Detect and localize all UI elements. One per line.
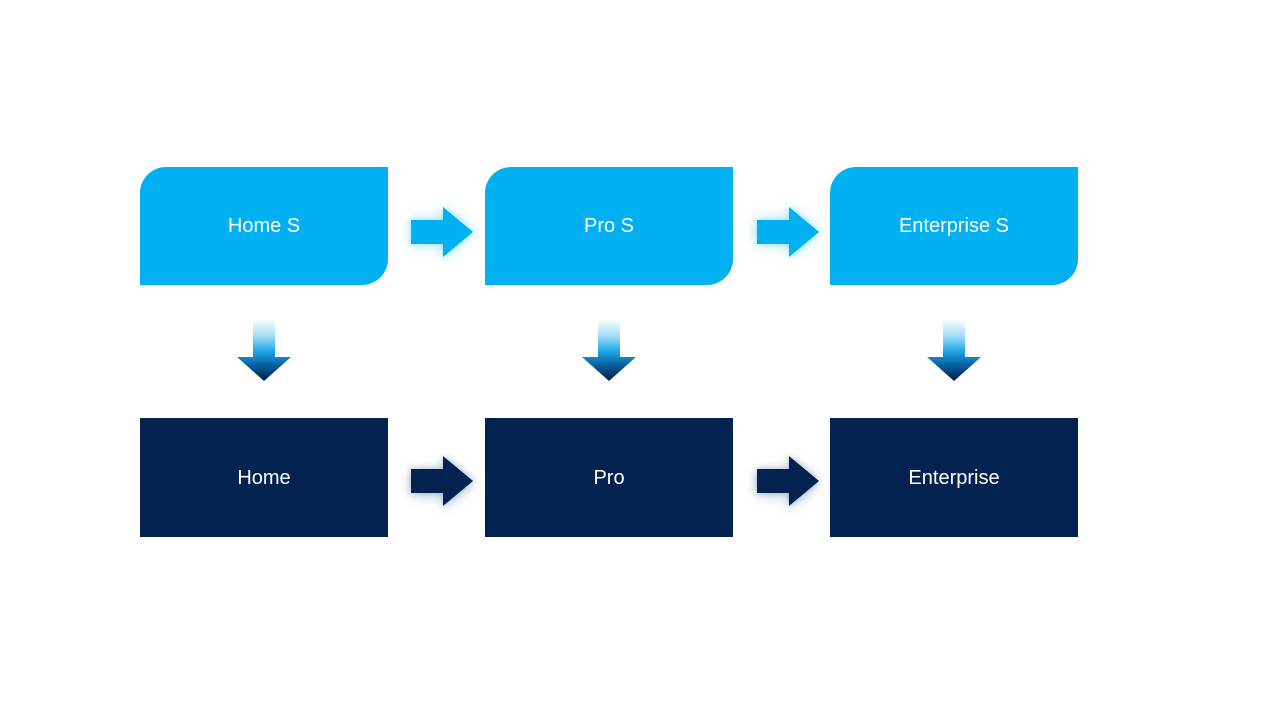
stage-top-label: Pro S [583,215,635,237]
right-arrow-icon [411,207,473,257]
down-arrow-icon [237,319,291,381]
stage-bottom-label: Home [237,466,291,489]
stage-bottom-label: Enterprise [908,466,1000,489]
stage-top-label: Home S [227,215,301,237]
right-arrow-icon [411,456,473,506]
right-arrow-icon [757,456,819,506]
down-arrow-icon [582,319,636,381]
stage-bottom-box-enterprise: Enterprise [830,418,1078,537]
stage-top-box-pro-s: Pro S [485,167,733,285]
stage-top-box-enterprise-s: Enterprise S [830,167,1078,285]
down-arrow-icon [927,319,981,381]
stage-top-label: Enterprise S [898,215,1010,237]
stage-bottom-box-pro: Pro [485,418,733,537]
stage-bottom-label: Pro [593,466,625,489]
stage-top-box-home-s: Home S [140,167,388,285]
stage-bottom-box-home: Home [140,418,388,537]
right-arrow-icon [757,207,819,257]
